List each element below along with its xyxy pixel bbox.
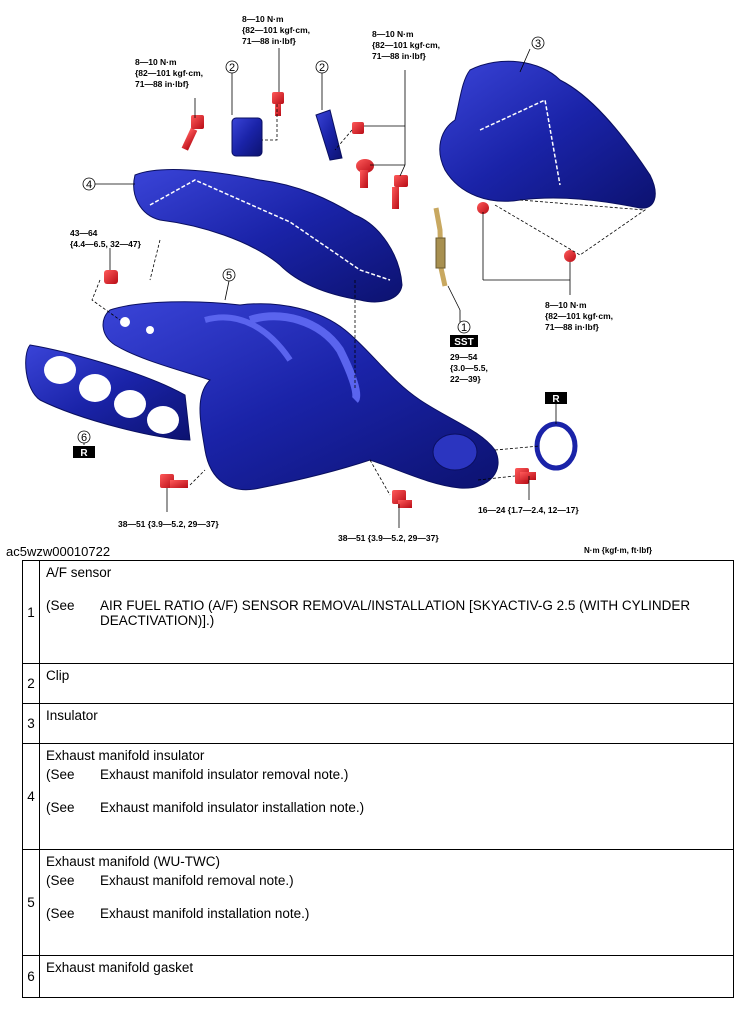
- bolt-bottom-mid: [392, 490, 412, 508]
- ring-gasket-part: [534, 421, 578, 471]
- callout-5: 5: [222, 268, 236, 282]
- svg-text:2: 2: [319, 62, 325, 74]
- svg-text:2: 2: [229, 62, 235, 74]
- exploded-diagram: 2 2 3 4 5 1 6 SST R R 8—10 N·m {82—101 k…: [25, 14, 656, 543]
- sst-badge: SST: [450, 335, 478, 348]
- nut-left: [104, 270, 118, 284]
- part-description: Exhaust manifold gasket: [39, 955, 734, 998]
- part-reference: (See AIR FUEL RATIO (A/F) SENSOR REMOVAL…: [46, 598, 727, 628]
- svg-text:R: R: [552, 394, 560, 405]
- torque-top-right: 8—10 N·m {82—101 kgf·cm, 71—88 in·lbf}: [372, 29, 442, 61]
- bolt-mid-2: [392, 175, 408, 209]
- svg-text:SST: SST: [454, 337, 473, 348]
- part-name: Exhaust manifold gasket: [46, 960, 194, 975]
- torque-insulator-right: 8—10 N·m {82—101 kgf·cm, 71—88 in·lbf}: [545, 300, 615, 332]
- part-number: 6: [22, 955, 40, 998]
- leader-lines: [83, 48, 647, 528]
- torque-sensor: 29—54 {3.0—5.5, 22—39}: [450, 352, 490, 384]
- part-number: 3: [22, 703, 40, 744]
- bolt-bottom-left: [160, 474, 188, 488]
- torque-top-left: 8—10 N·m {82—101 kgf·cm, 71—88 in·lbf}: [135, 57, 205, 89]
- table-row: 3 Insulator: [22, 703, 734, 744]
- part-reference: (See Exhaust manifold installation note.…: [46, 906, 727, 921]
- torque-nut-left: 43—64 {4.4—6.5, 32—47}: [70, 228, 142, 249]
- manifold-gasket-part: [25, 344, 191, 441]
- insulator-part: [439, 60, 656, 209]
- part-reference: (See Exhaust manifold insulator installa…: [46, 800, 727, 815]
- bolt-bottom-right: [515, 468, 536, 484]
- table-row: 6 Exhaust manifold gasket: [22, 955, 734, 998]
- af-sensor-part: [433, 207, 448, 287]
- replace-badge-ring: R: [545, 392, 567, 405]
- part-number: 4: [22, 743, 40, 850]
- svg-text:1: 1: [461, 322, 467, 334]
- reference-link[interactable]: Exhaust manifold insulator removal note.…: [100, 767, 349, 782]
- part-name: Clip: [46, 668, 70, 683]
- svg-text:4: 4: [86, 179, 92, 191]
- replace-badge-gasket: R: [73, 446, 95, 459]
- nut-insulator-1: [477, 202, 489, 214]
- clip-part-right: [315, 109, 343, 161]
- units-note: N·m {kgf·m, ft·lbf}: [584, 546, 652, 555]
- callout-6: 6: [77, 430, 91, 444]
- torque-top-mid: 8—10 N·m {82—101 kgf·cm, 71—88 in·lbf}: [242, 14, 312, 46]
- part-number: 2: [22, 663, 40, 704]
- reference-link[interactable]: AIR FUEL RATIO (A/F) SENSOR REMOVAL/INST…: [100, 598, 691, 628]
- see-prefix: (See: [46, 800, 75, 815]
- table-row: 4 Exhaust manifold insulator (See Exhaus…: [22, 743, 734, 850]
- part-description: Clip: [39, 663, 734, 704]
- part-name: A/F sensor: [46, 565, 112, 580]
- callout-3: 3: [531, 36, 545, 50]
- part-description: Insulator: [39, 703, 734, 744]
- nut-insulator-2: [564, 250, 576, 262]
- part-name: Insulator: [46, 708, 98, 723]
- part-description: A/F sensor (See AIR FUEL RATIO (A/F) SEN…: [39, 560, 734, 664]
- part-number: 1: [22, 560, 40, 664]
- reference-link[interactable]: Exhaust manifold removal note.): [100, 873, 294, 888]
- table-row: 1 A/F sensor (See AIR FUEL RATIO (A/F) S…: [22, 560, 734, 664]
- part-name: Exhaust manifold insulator: [46, 748, 205, 763]
- callout-4: 4: [82, 177, 96, 191]
- part-reference: (See Exhaust manifold insulator removal …: [46, 767, 727, 782]
- image-id: ac5wzw00010722: [6, 544, 111, 559]
- callout-1: 1: [457, 320, 471, 334]
- bolt-top-left: [181, 115, 204, 151]
- clip-part-left: [231, 117, 263, 157]
- bolt-mid-1: [356, 159, 374, 188]
- table-row: 5 Exhaust manifold (WU-TWC) (See Exhaust…: [22, 849, 734, 956]
- table-row: 2 Clip: [22, 663, 734, 704]
- svg-text:R: R: [80, 448, 88, 459]
- torque-bottom-left: 38—51 {3.9—5.2, 29—37}: [118, 519, 219, 529]
- part-description: Exhaust manifold insulator (See Exhaust …: [39, 743, 734, 850]
- torque-bottom-mid: 38—51 {3.9—5.2, 29—37}: [338, 533, 439, 543]
- callout-2-right: 2: [315, 60, 329, 74]
- see-prefix: (See: [46, 598, 75, 613]
- reference-link[interactable]: Exhaust manifold insulator installation …: [100, 800, 365, 815]
- reference-link[interactable]: Exhaust manifold installation note.): [100, 906, 310, 921]
- svg-text:3: 3: [535, 38, 541, 50]
- part-name: Exhaust manifold (WU-TWC): [46, 854, 221, 869]
- part-number: 5: [22, 849, 40, 956]
- exhaust-manifold-part: [102, 301, 499, 491]
- svg-text:6: 6: [81, 432, 87, 444]
- see-prefix: (See: [46, 873, 75, 888]
- bolt-top-mid: [272, 92, 284, 116]
- callout-2-left: 2: [225, 60, 239, 74]
- manifold-insulator-part: [133, 169, 403, 303]
- part-description: Exhaust manifold (WU-TWC) (See Exhaust m…: [39, 849, 734, 956]
- torque-bottom-right: 16—24 {1.7—2.4, 12—17}: [478, 505, 579, 515]
- see-prefix: (See: [46, 767, 75, 782]
- parts-table: 1 A/F sensor (See AIR FUEL RATIO (A/F) S…: [22, 560, 734, 998]
- see-prefix: (See: [46, 906, 75, 921]
- bolt-clip: [352, 122, 364, 134]
- part-reference: (See Exhaust manifold removal note.): [46, 873, 727, 888]
- svg-text:5: 5: [226, 270, 232, 282]
